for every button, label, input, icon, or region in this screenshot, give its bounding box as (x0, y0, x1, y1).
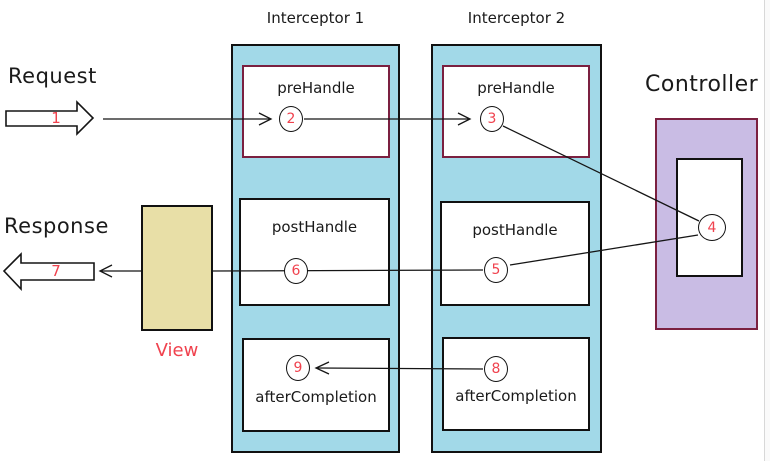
interceptor1-posthandle-box: postHandle (239, 198, 390, 306)
interceptor1-prehandle-label: preHandle (277, 79, 355, 97)
view-label: View (155, 340, 199, 361)
interceptor2-prehandle-label: preHandle (477, 79, 555, 97)
interceptor2-aftercompletion-label: afterCompletion (455, 387, 577, 405)
interceptor2-title: Interceptor 2 (467, 9, 566, 27)
request-label: Request (8, 64, 97, 88)
step-3-circle: 3 (480, 106, 504, 132)
window-edge-line (764, 0, 765, 461)
step-1-number: 1 (51, 109, 61, 127)
step-6-circle: 6 (284, 258, 308, 284)
controller-label: Controller (645, 72, 759, 97)
view-box (141, 205, 213, 331)
step-8-circle: 8 (484, 356, 508, 382)
step-5-circle: 5 (484, 257, 508, 283)
step-7-number: 7 (51, 262, 61, 280)
response-label: Response (4, 214, 109, 238)
arrowhead-response (98, 264, 113, 278)
right-margin-strip (765, 0, 770, 461)
interceptor1-aftercompletion-box: afterCompletion (242, 338, 390, 432)
interceptor1-title: Interceptor 1 (266, 9, 365, 27)
step-4-circle: 4 (698, 214, 726, 241)
interceptor1-prehandle-box: preHandle (242, 65, 390, 158)
step-2-circle: 2 (279, 106, 303, 132)
interceptor2-prehandle-box: preHandle (442, 65, 590, 158)
interceptor2-posthandle-box: postHandle (440, 201, 590, 306)
interceptor1-posthandle-label: postHandle (271, 218, 358, 236)
interceptor1-aftercompletion-label: afterCompletion (255, 388, 377, 406)
interceptor2-posthandle-label: postHandle (472, 221, 558, 239)
step-9-circle: 9 (286, 355, 310, 381)
interceptor2-aftercompletion-box: afterCompletion (442, 337, 590, 431)
